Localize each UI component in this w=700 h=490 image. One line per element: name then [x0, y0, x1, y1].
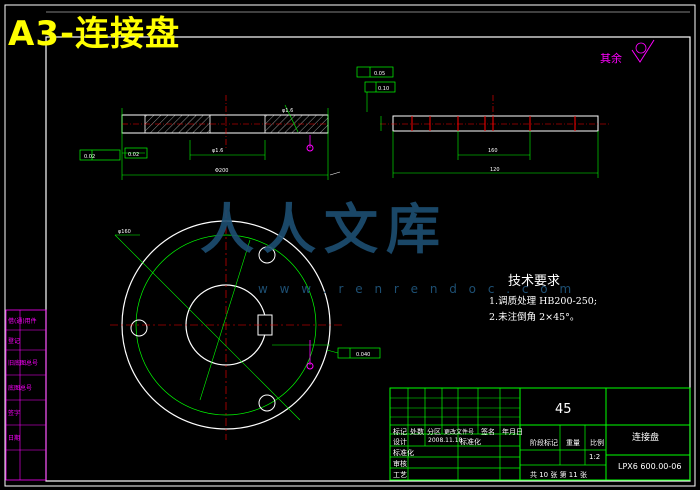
right-dim-2: 120	[490, 167, 500, 173]
outer-border	[4, 4, 696, 487]
weight-label: 重量	[566, 439, 580, 447]
tb-header: 标记	[393, 428, 407, 436]
part-name: 连接盘	[632, 433, 660, 443]
front-view	[110, 210, 381, 440]
tech-requirement-item: 2.未注倒角 2×45°。	[489, 312, 580, 323]
scale-label: 比例	[590, 439, 604, 447]
section-view	[121, 95, 341, 180]
tb-row-label: 工艺	[393, 471, 407, 479]
circle-tol: 0.040	[356, 352, 370, 358]
side-strip-label: 旧底图总号	[8, 360, 39, 367]
scale-value: 1:2	[589, 453, 601, 461]
right-dim-1: 160	[488, 148, 498, 154]
tb-row-label: 标准化	[393, 449, 414, 457]
tb-header: 签名	[481, 428, 495, 436]
tb-row-label: 设计	[393, 438, 407, 446]
side-strip	[5, 309, 47, 481]
side-view	[356, 66, 610, 178]
tb-header: 分区	[427, 428, 441, 436]
circle-label: φ160	[118, 229, 131, 235]
std-signature: 标准化	[460, 438, 481, 446]
roughness-symbol	[631, 39, 655, 63]
gdt-left-value-2: 0.02	[128, 152, 139, 158]
material-value: 45	[555, 402, 572, 417]
page-title: A3-连接盘	[8, 14, 181, 54]
tb-header: 更改文件号	[444, 429, 475, 436]
side-strip-label: 登记	[8, 338, 21, 345]
inner-border	[45, 36, 691, 482]
side-strip-label: 签字	[8, 410, 21, 417]
tb-header: 年月日	[502, 428, 523, 436]
dim-outer: Φ200	[215, 168, 228, 174]
gdt-right-value-2: 0.10	[378, 86, 389, 92]
side-strip-label: 日期	[8, 435, 21, 442]
gdt-frame-left	[79, 147, 148, 161]
stage-label: 阶段标记	[530, 439, 558, 447]
callout-phi: φ1.6	[282, 108, 293, 114]
title-block	[389, 387, 691, 481]
gdt-right-value: 0.05	[374, 71, 385, 77]
tech-requirements-heading: 技术要求	[508, 274, 561, 289]
side-strip-label: 底图总号	[8, 385, 33, 392]
designer-signature: 2008.11.18	[428, 437, 463, 444]
roughness-text: 其余	[600, 52, 622, 65]
sheet-info: 共 10 张 第 11 张	[530, 471, 587, 479]
tech-requirement-item: 1.调质处理 HB200-250;	[489, 296, 598, 307]
gdt-left-value: 0.02	[84, 154, 95, 160]
watermark: 人人文库	[200, 197, 448, 261]
tb-header: 处数	[410, 428, 424, 436]
tb-row-label: 审核	[393, 460, 407, 468]
dim-inner: φ1.6	[212, 148, 223, 154]
watermark-url: w w w . r e n r e n d o c . c o m	[258, 282, 576, 296]
drawing-number: LPX6 600.00-06	[618, 462, 682, 471]
side-strip-label: 借(通)用件	[8, 318, 37, 325]
